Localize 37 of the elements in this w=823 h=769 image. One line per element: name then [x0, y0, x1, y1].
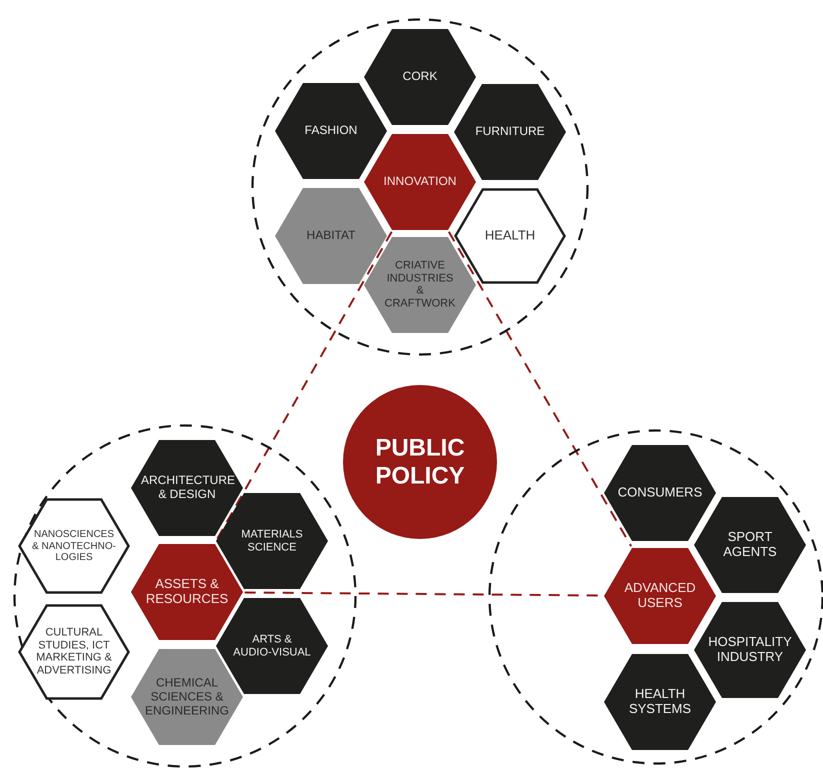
category-label: SPORT AGENTS	[722, 530, 778, 560]
category-label: INNOVATION	[382, 175, 458, 189]
hexagon	[131, 544, 243, 640]
category-label: HEALTH SYSTEMS	[628, 687, 692, 717]
hexagon	[604, 445, 716, 541]
category-label: FURNITURE	[474, 125, 546, 139]
category-label: ARTS & AUDIO-VISUAL	[232, 633, 312, 659]
hexagon	[131, 440, 243, 536]
category-label: HEALTH	[484, 228, 536, 244]
hexagon	[364, 134, 476, 230]
hexagon	[694, 497, 806, 593]
category-label: HOSPITALITY INDUSTRY	[707, 635, 793, 665]
dashed-connector	[448, 231, 632, 547]
hexagon	[275, 188, 387, 284]
category-label: ASSETS & RESOURCES	[144, 577, 230, 607]
hexagon	[454, 188, 566, 284]
hexagon	[364, 29, 476, 125]
hexagon	[454, 84, 566, 180]
category-label: CONSUMERS	[616, 486, 704, 500]
hexagon	[18, 498, 130, 594]
dashed-circle	[13, 424, 357, 768]
category-label: MATERIALS SCIENCE	[240, 528, 304, 554]
hexagon	[18, 604, 130, 700]
category-label: CRIATIVE INDUSTRIES & CRAFTWORK	[384, 260, 456, 310]
policy-title: PUBLIC POLICY	[374, 434, 466, 490]
category-label: ADVANCED USERS	[623, 581, 697, 611]
dashed-circle	[251, 18, 589, 356]
category-label: HABITAT	[306, 229, 356, 243]
hexagon	[364, 237, 476, 333]
category-label: CULTURAL STUDIES, ICT MARKETING & ADVERTISING	[35, 626, 113, 678]
hexagon	[604, 654, 716, 750]
category-label: FASHION	[304, 124, 358, 138]
category-label: CORK	[402, 70, 438, 84]
category-label: ARCHITECTURE & DESIGN	[141, 474, 233, 502]
hexagon	[694, 602, 806, 698]
category-label: CHEMICAL SCIENCES & ENGINEERING	[144, 676, 230, 718]
category-label: NANOSCIENCES & NANOTECHNO-LOGIES	[31, 528, 117, 564]
